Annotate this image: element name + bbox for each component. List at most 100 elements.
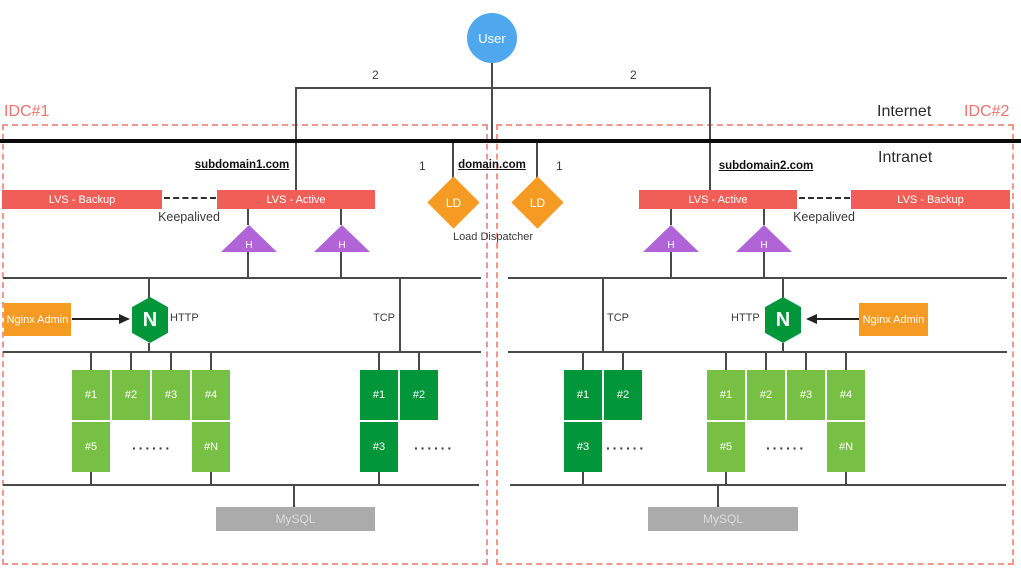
nginx-admin-left: Nginx Admin (4, 303, 71, 336)
connector-line (210, 472, 212, 485)
connector-line (148, 343, 150, 353)
server-box: #2 (747, 370, 785, 420)
connector-line (582, 353, 584, 370)
connector-left-lvs-drop (295, 87, 297, 190)
h-label: H (245, 240, 253, 251)
connector-line (763, 208, 765, 225)
idc1-tcp-divider (399, 279, 401, 352)
h-label: H (338, 240, 346, 251)
http-label-left: HTTP (170, 312, 199, 324)
server-box: #1 (707, 370, 745, 420)
mysql-box-left: MySQL (216, 507, 375, 531)
connector-line (725, 353, 727, 370)
load-dispatcher-caption: Load Dispatcher (452, 231, 534, 243)
internet-intranet-divider (0, 139, 1021, 143)
connector-line (378, 353, 380, 370)
flow-step1-left-label: 1 (419, 159, 426, 173)
idc2-label: IDC#2 (964, 103, 1010, 120)
lvs-active-right: LVS - Active (639, 190, 797, 209)
flow-step2-left-label: 2 (372, 68, 379, 82)
connector-top-horizontal (295, 87, 711, 89)
internet-label: Internet (877, 103, 932, 120)
tcp-label-right: TCP (607, 312, 629, 324)
user-node: User (467, 13, 517, 63)
flow-step2-right-label: 2 (630, 68, 637, 82)
idc2-db-bus (510, 484, 1006, 486)
server-box: #2 (604, 370, 642, 420)
connector-line (90, 353, 92, 370)
servers-ellipsis: ······ (414, 440, 454, 456)
server-box: #5 (72, 422, 110, 472)
connector-line (148, 279, 150, 298)
nginx-icon: N (765, 297, 801, 343)
server-box: #1 (360, 370, 398, 420)
server-box: #N (192, 422, 230, 472)
nginx-letter: N (142, 308, 158, 331)
server-box: #1 (564, 370, 602, 420)
nginx-admin-right: Nginx Admin (859, 303, 928, 336)
idc1-server-bus (3, 351, 481, 353)
subdomain1-label: subdomain1.com (194, 159, 290, 171)
idc2-server-bus (508, 351, 1007, 353)
connector-line (210, 353, 212, 370)
keepalived-label-left: Keepalived (158, 210, 220, 224)
connector-line (845, 353, 847, 370)
connector-line (845, 472, 847, 485)
connector-line (340, 252, 342, 278)
nginx-letter: N (775, 308, 791, 331)
lvs-backup-right: LVS - Backup (851, 190, 1010, 209)
connector-line (670, 252, 672, 278)
nginx-icon: N (132, 297, 168, 343)
servers-ellipsis: ······ (606, 440, 646, 456)
arrow-left-icon (806, 314, 817, 324)
server-box: #3 (787, 370, 825, 420)
connector-user-drop (491, 63, 493, 140)
connector-line (765, 353, 767, 370)
connector-line (293, 484, 295, 507)
keepalived-link-left (164, 197, 216, 199)
connector-line (782, 279, 784, 298)
connector-line (130, 353, 132, 370)
http-label-right: HTTP (731, 312, 760, 324)
server-box: #1 (72, 370, 110, 420)
domain-label: domain.com (458, 159, 526, 171)
connector-line (763, 252, 765, 278)
servers-ellipsis: ······ (132, 440, 172, 456)
admin-arrow-line-left (72, 318, 120, 320)
connector-line (622, 353, 624, 370)
servers-ellipsis: ······ (766, 440, 806, 456)
connector-line (170, 353, 172, 370)
idc2-upper-bus (508, 277, 1007, 279)
load-dispatcher-diamond-left: LD (427, 176, 480, 229)
server-box: #N (827, 422, 865, 472)
server-box: #2 (112, 370, 150, 420)
user-label: User (478, 30, 506, 46)
lvs-active-left: LVS - Active (217, 190, 375, 209)
tcp-label-left: TCP (373, 312, 395, 324)
server-box: #3 (152, 370, 190, 420)
connector-right-lvs-drop (709, 87, 711, 190)
connector-line (418, 353, 420, 370)
admin-arrow-line-right (817, 318, 859, 320)
connector-line (670, 208, 672, 225)
server-box: #5 (707, 422, 745, 472)
keepalived-label-right: Keepalived (793, 210, 855, 224)
connector-ld-right-drop (536, 143, 538, 181)
idc1-upper-bus (3, 277, 481, 279)
idc1-db-bus (3, 484, 479, 486)
connector-line (717, 484, 719, 507)
connector-line (582, 472, 584, 485)
ld-label: LD (529, 195, 546, 210)
idc2-region-border (496, 124, 1014, 565)
idc1-region-border (2, 124, 488, 565)
connector-line (725, 472, 727, 485)
arrow-right-icon (119, 314, 130, 324)
flow-step1-right-label: 1 (556, 159, 563, 173)
h-label: H (760, 240, 768, 251)
server-box: #3 (564, 422, 602, 472)
server-box: #4 (827, 370, 865, 420)
server-box: #3 (360, 422, 398, 472)
ld-label: LD (445, 195, 462, 210)
idc1-label: IDC#1 (4, 103, 50, 120)
